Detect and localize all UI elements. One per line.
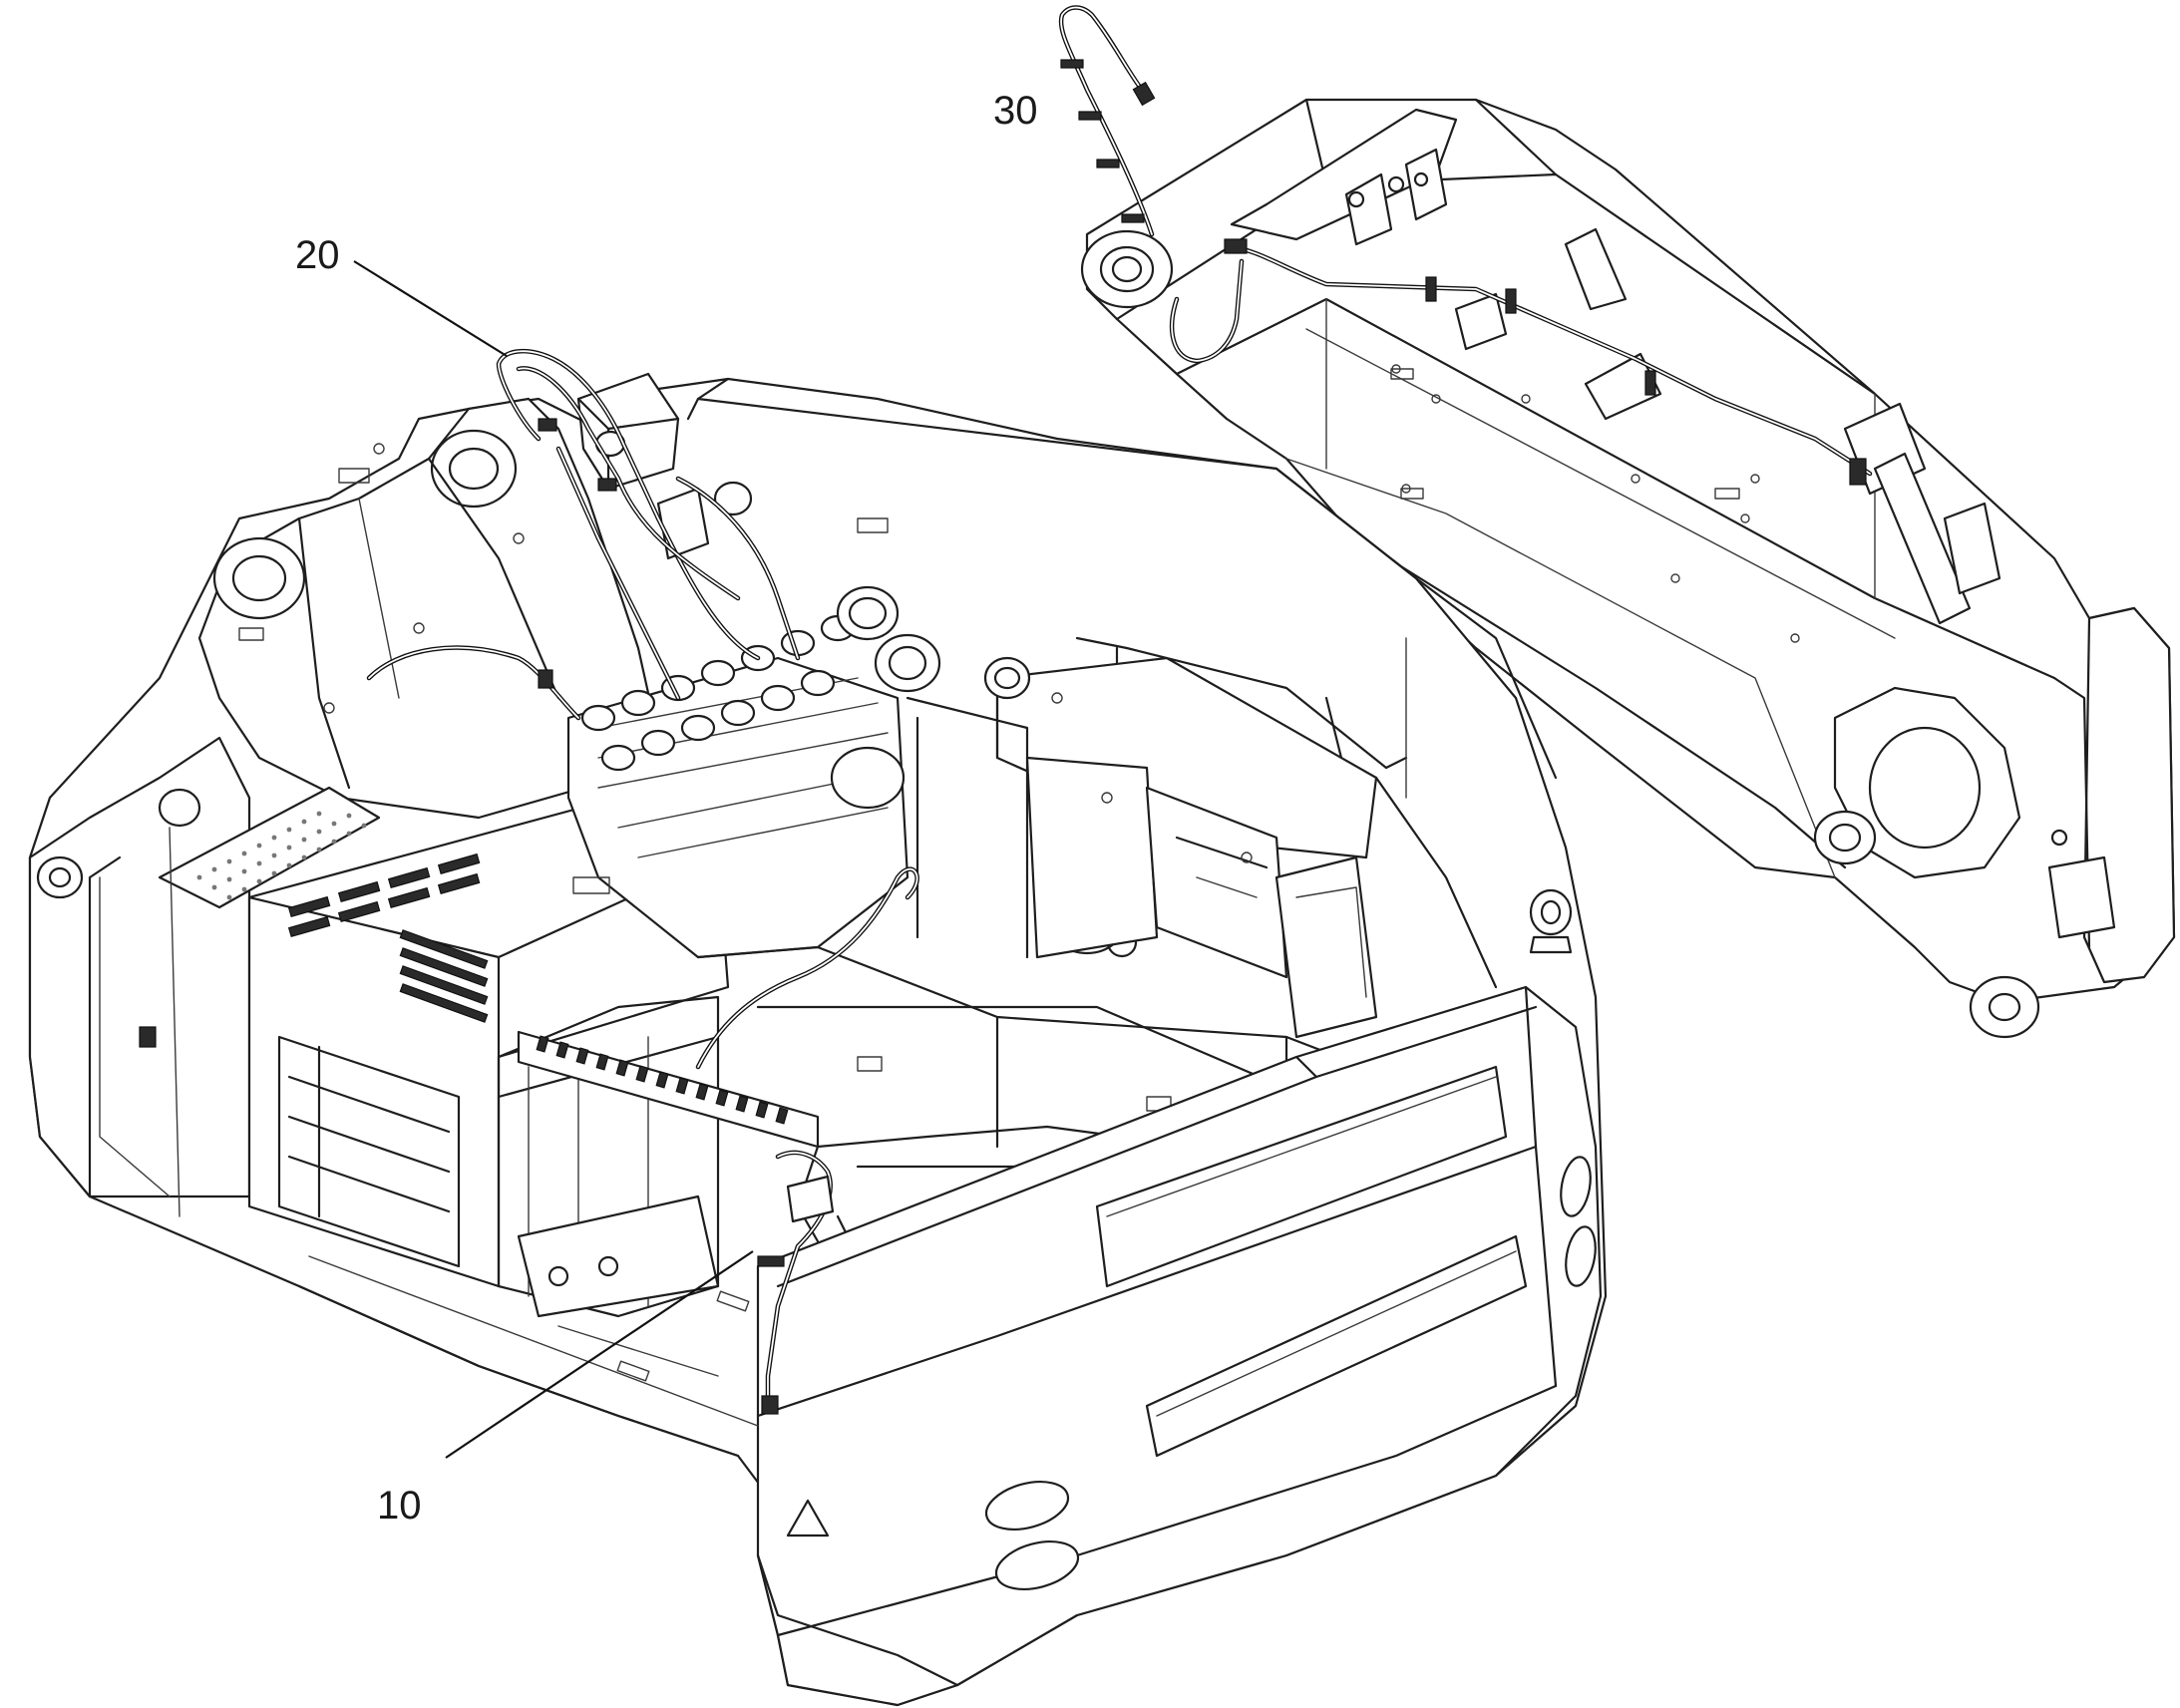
callout-label-10: 10 (377, 1484, 422, 1528)
leader-line-20 (353, 260, 508, 357)
hose-assembly-30 (1058, 5, 1156, 237)
boom-assembly (1080, 98, 2176, 1039)
upperstructure (28, 372, 1608, 1707)
hose-assembly-20 (366, 348, 801, 721)
hose-assembly-10 (517, 866, 919, 1415)
callout-label-30: 30 (993, 89, 1038, 133)
leader-line-10 (445, 1250, 754, 1459)
callout-label-20: 20 (295, 233, 340, 277)
